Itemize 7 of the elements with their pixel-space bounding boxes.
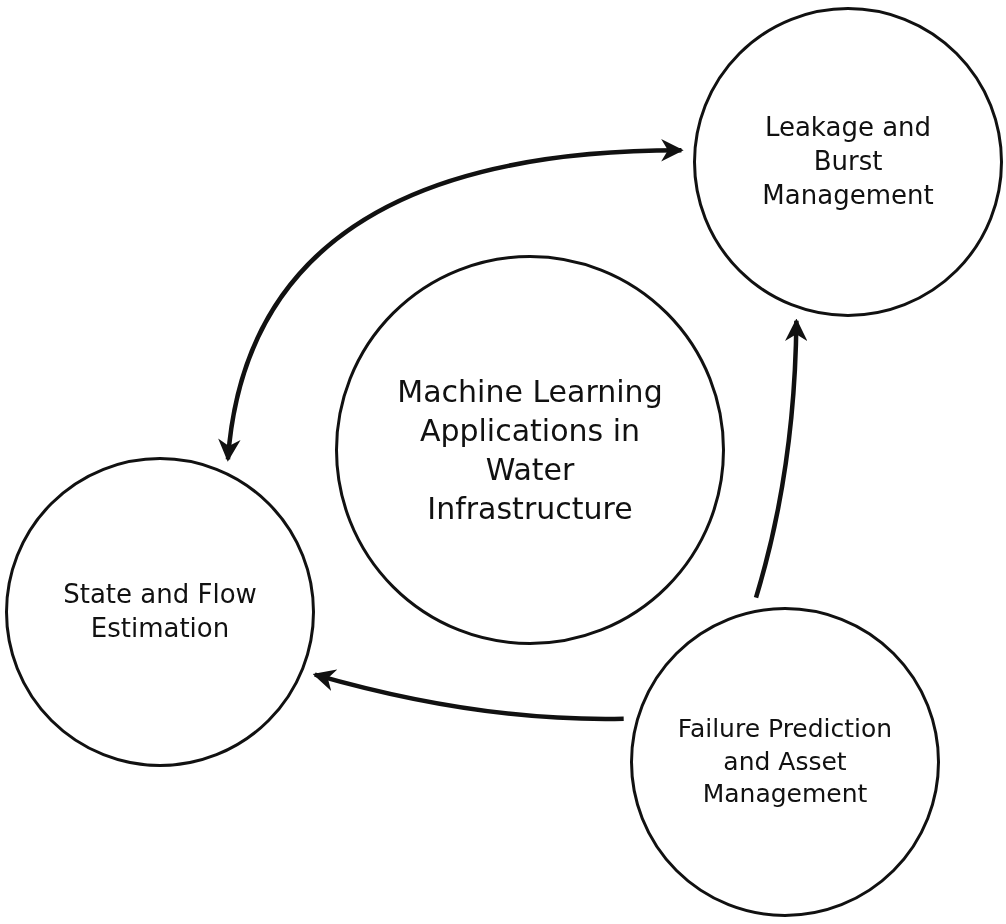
curved-arrow	[219, 139, 684, 462]
topic-label: Leakage and Burst Management	[761, 111, 935, 212]
topic-label: State and Flow Estimation	[62, 578, 258, 645]
curved-arrow	[312, 669, 624, 722]
curved-arrow	[753, 318, 808, 599]
topic-label: Machine Learning Applications in Water Infrastructure	[396, 373, 664, 528]
topic-label: Failure Prediction and Asset Management	[676, 713, 894, 811]
